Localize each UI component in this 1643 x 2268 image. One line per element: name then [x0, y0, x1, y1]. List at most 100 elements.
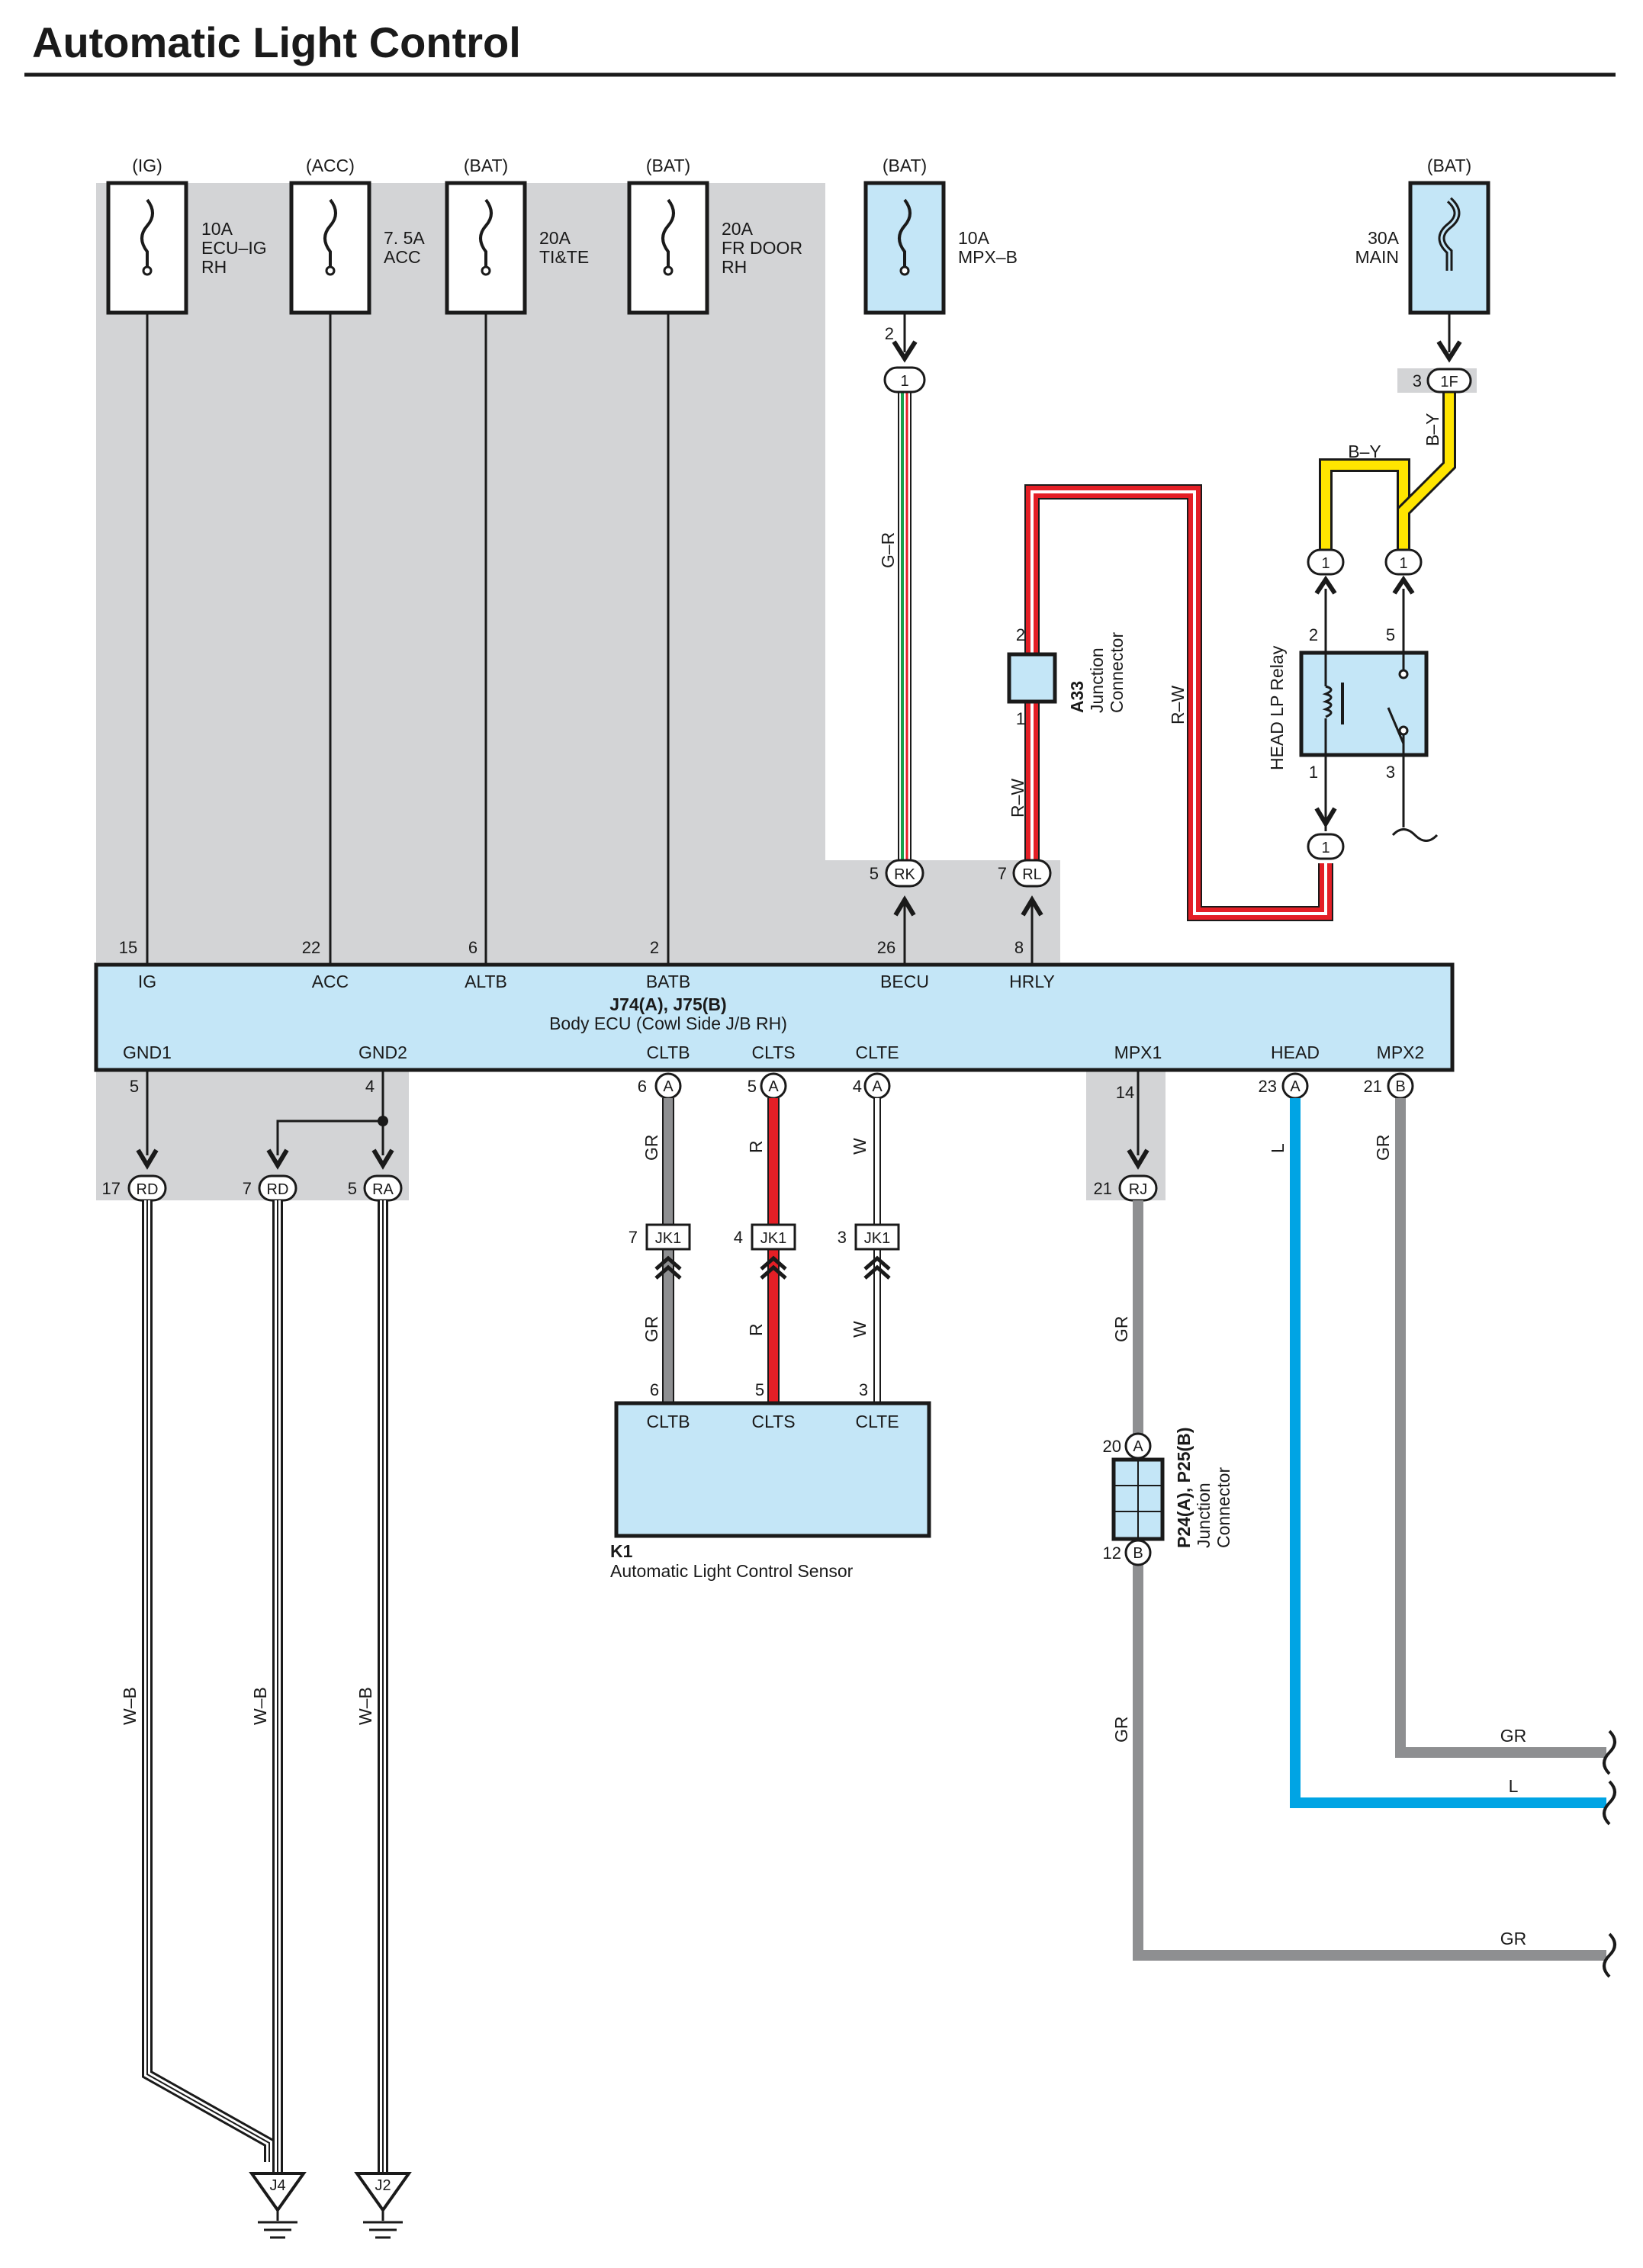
wire-g-r	[898, 390, 912, 872]
svg-text:JK1: JK1	[655, 1230, 681, 1247]
svg-text:Connector: Connector	[1107, 632, 1127, 713]
gnd-wires-top	[136, 1070, 394, 1170]
svg-text:4: 4	[365, 1077, 375, 1096]
fuse-name: RH	[722, 257, 747, 277]
svg-text:JK1: JK1	[760, 1230, 786, 1247]
svg-text:W–B: W–B	[120, 1687, 140, 1725]
fuse-rating: 20A	[539, 228, 571, 248]
svg-text:1: 1	[1399, 555, 1407, 572]
fuse-rating: 30A	[1368, 228, 1400, 248]
head-mpx2-wires	[1290, 1098, 1616, 1978]
fuse-name: ACC	[384, 247, 421, 267]
svg-text:GR: GR	[1373, 1135, 1393, 1161]
svg-text:6: 6	[650, 1380, 659, 1399]
page-title: Automatic Light Control	[32, 18, 521, 66]
connector-rl: RL 7	[998, 859, 1052, 917]
fuse-ecu-ig	[106, 181, 188, 315]
svg-text:JK1: JK1	[864, 1230, 890, 1247]
svg-text:5: 5	[870, 864, 879, 883]
fuse-name: TI&TE	[539, 247, 589, 267]
svg-text:L: L	[1268, 1143, 1288, 1153]
svg-text:GND2: GND2	[359, 1042, 407, 1062]
svg-text:MPX2: MPX2	[1377, 1042, 1425, 1062]
body-ecu: J74(A), J75(B) Body ECU (Cowl Side J/B R…	[94, 938, 1455, 1072]
svg-text:7: 7	[243, 1179, 252, 1198]
svg-text:21: 21	[1364, 1077, 1382, 1096]
ground-j4: J4	[249, 2172, 307, 2239]
svg-text:J4: J4	[269, 2177, 285, 2194]
connector-relay-inputs: 1 1	[1307, 548, 1423, 595]
svg-text:A: A	[663, 1078, 674, 1095]
svg-text:1: 1	[1016, 709, 1025, 728]
svg-text:CLTE: CLTE	[855, 1412, 899, 1431]
svg-text:20: 20	[1103, 1437, 1121, 1456]
fuse-name: ECU–IG	[201, 238, 267, 258]
svg-text:Automatic Light Control Sensor: Automatic Light Control Sensor	[610, 1561, 854, 1581]
svg-text:5: 5	[130, 1077, 139, 1096]
connector-rk: RK 5	[870, 859, 924, 917]
wire-r-w	[1024, 484, 1333, 921]
svg-text:5: 5	[1386, 625, 1395, 644]
fuse-rating: 10A	[958, 228, 990, 248]
svg-text:1: 1	[1321, 555, 1330, 572]
wires-top-black	[146, 271, 1451, 965]
fuse-labels: (IG) 10A ECU–IG RH (ACC) 7. 5A ACC (BAT)…	[132, 156, 1471, 277]
fuse-name: RH	[201, 257, 227, 277]
svg-text:B: B	[1395, 1078, 1405, 1095]
svg-text:2: 2	[650, 938, 659, 957]
fuse-name: MAIN	[1355, 247, 1400, 267]
junction-p24-p25: A 20 B 12 P24(A), P25(B) Junction Connec…	[1103, 1428, 1233, 1566]
ecu-code: J74(A), J75(B)	[609, 994, 726, 1014]
svg-text:17: 17	[102, 1179, 121, 1198]
svg-text:MPX1: MPX1	[1114, 1042, 1162, 1062]
svg-text:J2: J2	[375, 2177, 391, 2194]
svg-text:RK: RK	[894, 866, 915, 883]
svg-text:A33: A33	[1067, 681, 1087, 713]
svg-text:A: A	[872, 1078, 883, 1095]
svg-text:G–R: G–R	[878, 532, 898, 568]
svg-text:GR: GR	[641, 1135, 661, 1161]
svg-text:8: 8	[1014, 938, 1024, 957]
svg-text:GR: GR	[641, 1316, 661, 1343]
svg-text:7: 7	[629, 1228, 638, 1247]
svg-text:1F: 1F	[1440, 374, 1458, 390]
gnd-connectors: RD 17 RD 7 RA 5	[102, 1174, 403, 1202]
svg-text:Junction: Junction	[1087, 647, 1107, 713]
svg-text:GR: GR	[1500, 1726, 1527, 1746]
wire-b-y	[1319, 389, 1456, 561]
svg-text:HRLY: HRLY	[1009, 972, 1055, 991]
svg-text:5: 5	[755, 1380, 764, 1399]
svg-text:12: 12	[1103, 1544, 1121, 1563]
connector-main-out: 1F 3	[1413, 340, 1472, 394]
svg-text:P24(A), P25(B): P24(A), P25(B)	[1174, 1428, 1194, 1548]
svg-text:A: A	[768, 1078, 779, 1095]
svg-text:6: 6	[468, 938, 477, 957]
svg-text:B–Y: B–Y	[1423, 413, 1442, 446]
connector-relay-out: 1	[1307, 807, 1345, 860]
svg-text:22: 22	[302, 938, 320, 957]
sensor-wires	[662, 1098, 881, 1403]
ground-j2: J2	[354, 2172, 412, 2239]
svg-text:GND1: GND1	[123, 1042, 172, 1062]
fuse-ti-te	[445, 181, 527, 315]
fuse-rating: 10A	[201, 219, 233, 239]
svg-text:23: 23	[1259, 1077, 1277, 1096]
svg-text:W–B: W–B	[250, 1687, 270, 1725]
fuse-supply: (BAT)	[1427, 156, 1471, 175]
svg-text:A: A	[1133, 1438, 1143, 1455]
connector-mpxb-out: 1 2	[883, 324, 926, 394]
svg-text:4: 4	[853, 1077, 862, 1096]
fuse-supply: (ACC)	[306, 156, 355, 175]
ecu-name: Body ECU (Cowl Side J/B RH)	[549, 1014, 787, 1033]
light-control-sensor: 6 CLTB 5 CLTS 3 CLTE K1 Automatic Light …	[610, 1380, 931, 1581]
svg-text:ACC: ACC	[312, 972, 349, 991]
svg-text:ALTB: ALTB	[465, 972, 507, 991]
svg-text:3: 3	[1413, 371, 1422, 390]
fuse-mpx-b	[863, 181, 946, 315]
svg-text:GR: GR	[1111, 1316, 1131, 1343]
svg-text:3: 3	[859, 1380, 868, 1399]
svg-text:R: R	[746, 1140, 766, 1153]
svg-text:RD: RD	[267, 1181, 289, 1198]
svg-text:A: A	[1290, 1078, 1301, 1095]
